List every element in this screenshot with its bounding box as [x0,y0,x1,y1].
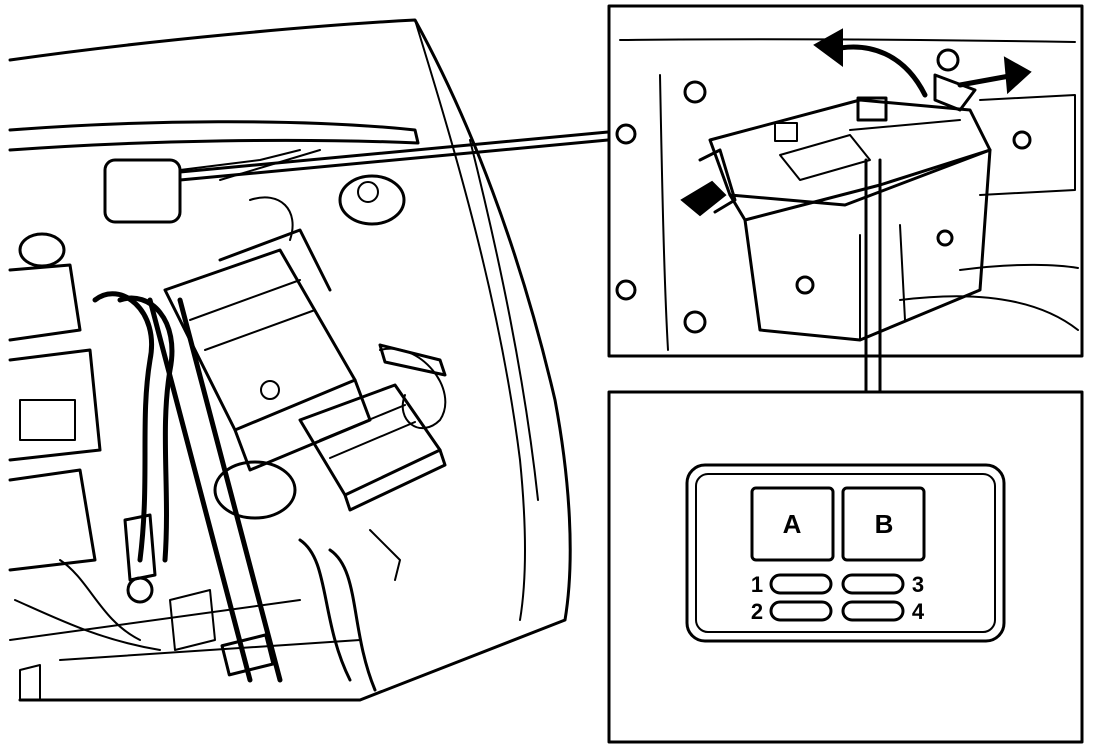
fuse-box-latch [680,180,727,217]
fuse-3 [841,573,905,595]
engine-compartment-illustration [8,18,572,702]
fuse-2-label: 2 [751,599,763,624]
lid-removal-arrow [827,44,928,98]
fuse-box-lid [708,98,992,207]
fuse-3-label: 3 [912,572,924,597]
fuse-2 [769,600,833,622]
relay-b [841,486,926,562]
fuse-4 [841,600,905,622]
fuse-1-label: 1 [751,572,763,597]
strut-tower [338,174,406,226]
relay-a-label: A [783,509,802,539]
fuse-1 [769,573,833,595]
relay-a [750,486,835,562]
fuse-4-label: 4 [912,599,925,624]
fuse-panel [685,463,1006,643]
fuse-layout-inset: A B 1 2 3 4 [607,390,1084,744]
relay-b-label: B [875,509,894,539]
fuse-box-detail-inset [607,4,1084,358]
callout-leader-lines [178,123,882,394]
